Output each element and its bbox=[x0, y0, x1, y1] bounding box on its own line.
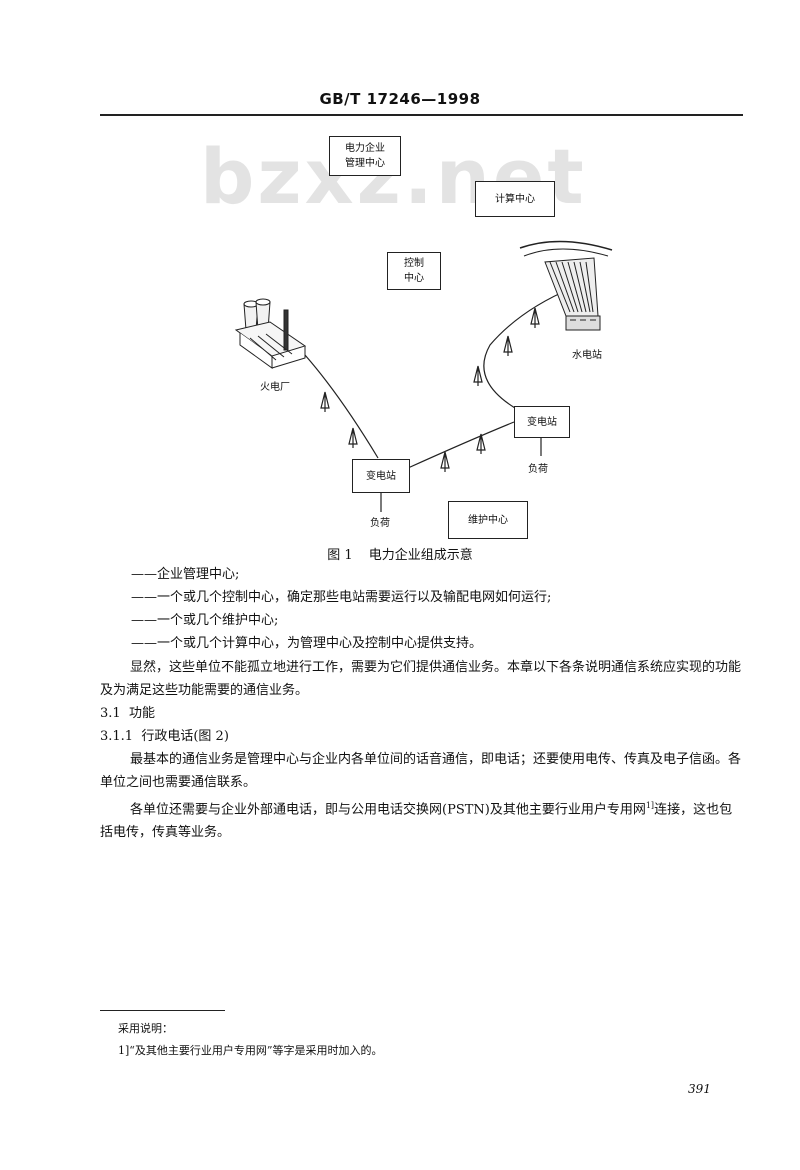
paragraph-text: 连接，这也包括电传，传真等业务。 bbox=[100, 802, 733, 841]
section-3-1-1: 3.1.1 行政电话(图 2) bbox=[100, 725, 229, 748]
footnote-text: 1]“及其他主要行业用户专用网”等字是采用时加入的。 bbox=[118, 1044, 383, 1057]
line-thermal-substation bbox=[304, 354, 379, 459]
figure-diagram bbox=[234, 240, 613, 512]
line-substation-hydro bbox=[483, 287, 573, 409]
load-bottom-label: 负荷 bbox=[370, 518, 390, 529]
figure-caption-text: 电力企业组成示意 bbox=[368, 548, 473, 563]
paragraph: 各单位还需要与企业外部通电话，即与公用电话交换网(PSTN)及其他主要行业用户专… bbox=[100, 794, 743, 844]
section-number: 3.1.1 bbox=[100, 729, 134, 744]
footnote-heading: 采用说明： bbox=[118, 1022, 173, 1035]
substation-right-label: 变电站 bbox=[527, 416, 557, 428]
thermal-plant-label: 火电厂 bbox=[260, 382, 290, 393]
list-item: ——一个或几个计算中心，为管理中心及控制中心提供支持。 bbox=[131, 636, 483, 651]
load-right-label: 负荷 bbox=[528, 464, 548, 475]
section-3-1: 3.1 功能 bbox=[100, 702, 155, 725]
computing-center-label: 计算中心 bbox=[495, 193, 535, 205]
control-center-box: 控制 中心 bbox=[387, 252, 441, 290]
control-center-label-1: 控制 bbox=[404, 258, 424, 269]
substation-right-box: 变电站 bbox=[514, 406, 570, 438]
hydro-station-icon bbox=[519, 240, 613, 331]
page-number: 391 bbox=[688, 1082, 711, 1096]
header-rule bbox=[100, 114, 743, 116]
paragraph-text: 各单位还需要与企业外部通电话，即与公用电话交换网(PSTN)及其他主要行业用户专… bbox=[130, 802, 646, 818]
page-header: GB/T 17246—1998 bbox=[319, 90, 481, 108]
list-item: ——一个或几个维护中心; bbox=[131, 613, 279, 628]
control-center-label-2: 中心 bbox=[404, 273, 424, 284]
footnote-rule bbox=[100, 1010, 225, 1011]
maintenance-center-box: 维护中心 bbox=[448, 501, 528, 539]
section-title: 行政电话(图 2) bbox=[141, 729, 229, 744]
maintenance-center-label: 维护中心 bbox=[468, 514, 508, 526]
paragraph: 最基本的通信业务是管理中心与企业内各单位间的话音通信，即电话；还要使用电传、传真… bbox=[100, 752, 742, 790]
line-substation-substation bbox=[407, 421, 515, 469]
thermal-plant-icon bbox=[234, 298, 307, 369]
pylon-icons bbox=[320, 307, 540, 472]
list-item: ——企业管理中心; bbox=[131, 567, 240, 582]
figure-caption: 图 1 电力企业组成示意 bbox=[0, 544, 800, 563]
substation-left-box: 变电站 bbox=[352, 459, 410, 493]
substation-left-label: 变电站 bbox=[366, 470, 396, 482]
mgmt-center-box: 电力企业 管理中心 bbox=[329, 136, 401, 176]
section-number: 3.1 bbox=[100, 706, 121, 721]
mgmt-center-label-1: 电力企业 bbox=[345, 143, 385, 154]
mgmt-center-label-2: 管理中心 bbox=[345, 158, 385, 169]
figure-caption-number: 图 1 bbox=[327, 548, 353, 563]
hydro-station-label: 水电站 bbox=[572, 350, 602, 361]
paragraph: 显然，这些单位不能孤立地进行工作，需要为它们提供通信业务。本章以下各条说明通信系… bbox=[100, 660, 742, 698]
computing-center-box: 计算中心 bbox=[475, 181, 555, 217]
list-item: ——一个或几个控制中心，确定那些电站需要运行以及输配电网如何运行; bbox=[131, 590, 552, 605]
section-title: 功能 bbox=[128, 706, 155, 721]
footnote-ref: 1] bbox=[645, 801, 655, 810]
